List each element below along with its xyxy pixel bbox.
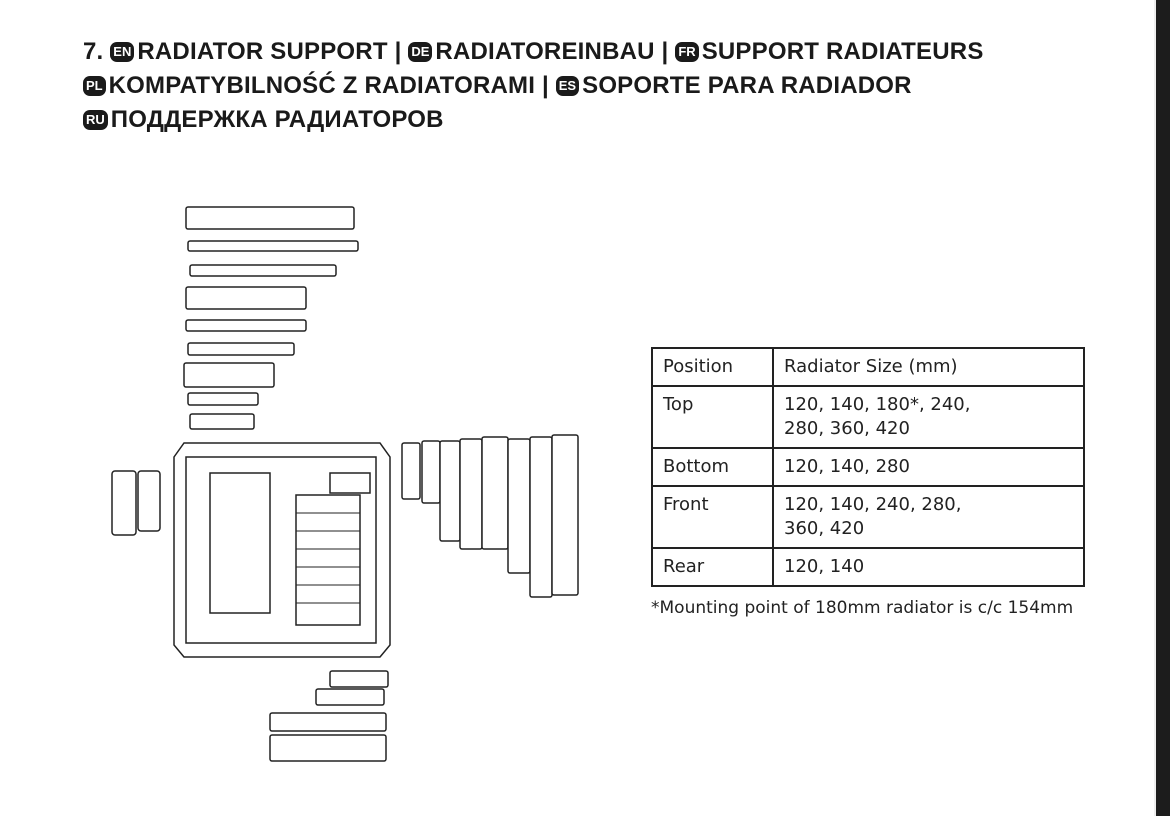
lang-badge-es: ES <box>555 76 580 96</box>
separator: | <box>661 38 669 65</box>
table-header-row: Position Radiator Size (mm) <box>651 347 1085 387</box>
table-row: Front 120, 140, 240, 280, 360, 420 <box>651 485 1085 549</box>
radiator-case-diagram <box>111 206 579 762</box>
table-row: Top 120, 140, 180*, 240, 280, 360, 420 <box>651 385 1085 449</box>
position-cell: Top <box>651 385 774 449</box>
sizes-cell: 120, 140, 180*, 240, 280, 360, 420 <box>772 385 1085 449</box>
top-radiators <box>183 206 359 430</box>
header-position: Position <box>651 347 774 387</box>
separator: | <box>394 38 402 65</box>
sizes-line: 360, 420 <box>784 518 865 539</box>
lang-badge-pl: PL <box>83 76 106 96</box>
sizes-line: 280, 360, 420 <box>784 418 910 439</box>
sizes-cell: 120, 140, 280 <box>772 447 1085 487</box>
radiator-support-table: Position Radiator Size (mm) Top 120, 140… <box>651 347 1085 587</box>
lang-badge-fr: FR <box>675 42 699 62</box>
sizes-line: 120, 140, 240, 280, <box>784 494 962 515</box>
title-pl: KOMPATYBILNOŚĆ Z RADIATORAMI <box>108 72 536 99</box>
lang-badge-ru: RU <box>83 110 108 130</box>
position-cell: Rear <box>651 547 774 587</box>
lang-badge-en: EN <box>110 42 135 62</box>
title-de: RADIATOREINBAU <box>435 38 655 65</box>
table-row: Rear 120, 140 <box>651 547 1085 587</box>
front-radiators <box>401 434 579 598</box>
sizes-line: 120, 140, 180*, 240, <box>784 394 971 415</box>
rear-radiators <box>111 470 161 536</box>
position-cell: Bottom <box>651 447 774 487</box>
header-radiator-size: Radiator Size (mm) <box>772 347 1085 387</box>
page-edge-shadow <box>1154 0 1156 816</box>
title-en: RADIATOR SUPPORT <box>137 38 388 65</box>
pc-case <box>173 442 391 658</box>
lang-badge-de: DE <box>408 42 433 62</box>
position-cell: Front <box>651 485 774 549</box>
footnote: *Mounting point of 180mm radiator is c/c… <box>651 598 1074 618</box>
title-es: SOPORTE PARA RADIADOR <box>582 72 912 99</box>
sizes-cell: 120, 140, 240, 280, 360, 420 <box>772 485 1085 549</box>
table-row: Bottom 120, 140, 280 <box>651 447 1085 487</box>
sizes-cell: 120, 140 <box>772 547 1085 587</box>
viewer-background-edge <box>1156 0 1170 816</box>
title-ru: ПОДДЕРЖКА РАДИАТОРОВ <box>110 106 444 133</box>
section-number: 7. <box>83 38 104 65</box>
title-fr: SUPPORT RADIATEURS <box>701 38 984 65</box>
separator: | <box>541 72 549 99</box>
bottom-radiators <box>269 670 389 762</box>
